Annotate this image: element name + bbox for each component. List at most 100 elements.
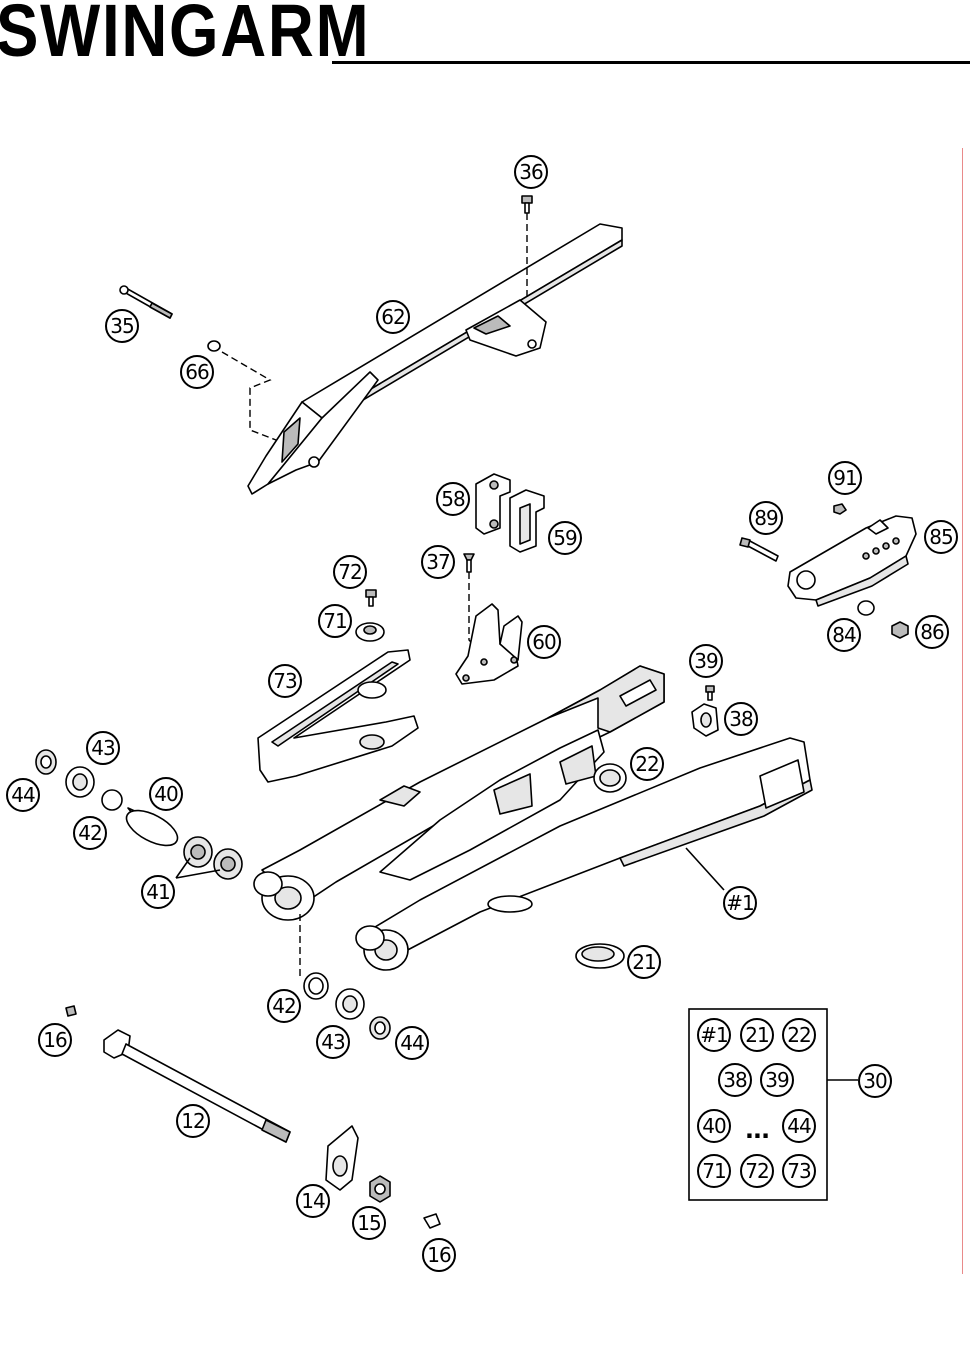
callout-73: 73 — [268, 664, 302, 698]
svg-text:39: 39 — [694, 649, 718, 673]
callout-44-upper: 44 — [6, 778, 40, 812]
chain-slider-85 — [787, 515, 917, 607]
svg-text:16: 16 — [43, 1028, 67, 1052]
callout-43-lower: 43 — [316, 1025, 350, 1059]
svg-text:62: 62 — [381, 305, 404, 329]
bolt-91 — [833, 503, 847, 515]
washer-66 — [207, 340, 277, 441]
block-59 — [509, 489, 545, 553]
svg-text:44: 44 — [787, 1114, 811, 1138]
pivot-bolt-12 — [103, 1029, 291, 1143]
kit-box — [688, 1008, 828, 1201]
callout-58: 58 — [436, 482, 470, 516]
svg-text:66: 66 — [185, 360, 209, 384]
svg-text:72: 72 — [745, 1159, 768, 1183]
callout-84: 84 — [827, 618, 861, 652]
callout-89: 89 — [749, 501, 783, 535]
callout-21: 21 — [627, 945, 661, 979]
bolt-89 — [739, 537, 779, 562]
kit-item-71: 71 — [697, 1154, 731, 1188]
kit-item-22: 22 — [782, 1018, 816, 1052]
callout-42-lower: 42 — [267, 989, 301, 1023]
chain-guide-62 — [247, 223, 623, 495]
svg-text:21: 21 — [745, 1023, 768, 1047]
callout-30: 30 — [858, 1064, 892, 1098]
svg-text:73: 73 — [273, 669, 297, 693]
page-title: SWINGARM — [0, 0, 371, 72]
svg-text:71: 71 — [323, 609, 346, 633]
svg-text:72: 72 — [338, 560, 361, 584]
svg-text:60: 60 — [532, 630, 556, 654]
svg-text:89: 89 — [754, 506, 778, 530]
svg-text:44: 44 — [400, 1031, 424, 1055]
svg-text:40: 40 — [154, 782, 178, 806]
svg-text:30: 30 — [863, 1069, 887, 1093]
svg-text:36: 36 — [519, 160, 543, 184]
callout-16-upper: 16 — [38, 1023, 72, 1057]
svg-text:58: 58 — [441, 487, 465, 511]
washer-71 — [355, 622, 385, 642]
kit-item-40: 40 — [697, 1109, 731, 1143]
svg-text:35: 35 — [110, 314, 133, 338]
clamp-38 — [691, 703, 719, 737]
nut-15 — [369, 1175, 391, 1203]
svg-text:84: 84 — [832, 623, 856, 647]
svg-text:85: 85 — [929, 525, 952, 549]
callout-37: 37 — [421, 545, 455, 579]
kit-item-73: 73 — [782, 1154, 816, 1188]
svg-text:42: 42 — [272, 994, 295, 1018]
callout-39: 39 — [689, 644, 723, 678]
kit-item-39: 39 — [760, 1063, 794, 1097]
svg-text:91: 91 — [833, 466, 856, 490]
svg-text:86: 86 — [920, 620, 944, 644]
svg-text:37: 37 — [426, 550, 450, 574]
svg-text:39: 39 — [765, 1068, 789, 1092]
callout-43-upper: 43 — [86, 731, 120, 765]
callout-66: 66 — [180, 355, 214, 389]
cap-22 — [593, 763, 627, 793]
svg-text:#1: #1 — [700, 1023, 727, 1047]
callout-86: 86 — [915, 615, 949, 649]
bearing-stack-lower — [303, 972, 391, 1040]
callout-59: 59 — [548, 521, 582, 555]
kit-item-38: 38 — [718, 1063, 752, 1097]
callout-71: 71 — [318, 604, 352, 638]
nut-86 — [891, 621, 909, 639]
svg-text:38: 38 — [729, 707, 753, 731]
svg-text:12: 12 — [181, 1109, 204, 1133]
svg-text:73: 73 — [787, 1159, 811, 1183]
bracket-60 — [455, 603, 523, 685]
callout-swingarm-1: #1 — [723, 886, 757, 920]
svg-text:22: 22 — [635, 752, 658, 776]
cap-16-upper — [65, 1005, 77, 1017]
callout-14: 14 — [296, 1184, 330, 1218]
callout-62: 62 — [376, 300, 410, 334]
callout-41: 41 — [141, 875, 175, 909]
screw-36 — [521, 195, 533, 300]
kit-item-21: 21 — [740, 1018, 774, 1052]
svg-text:16: 16 — [427, 1243, 451, 1267]
bearing-stack-upper — [35, 749, 243, 880]
kit-ellipsis: ... — [745, 1116, 769, 1144]
callout-85: 85 — [924, 520, 958, 554]
callout-12: 12 — [176, 1104, 210, 1138]
callout-38: 38 — [724, 702, 758, 736]
callout-44-lower: 44 — [395, 1026, 429, 1060]
block-58 — [475, 473, 511, 535]
callout-72: 72 — [333, 555, 367, 589]
callout-35: 35 — [105, 309, 139, 343]
svg-text:21: 21 — [632, 950, 655, 974]
washer-84 — [857, 600, 875, 616]
swingarm-1 — [253, 665, 813, 980]
page-edge-line — [962, 148, 963, 1274]
kit-box-contents: #1 21 22 38 39 40 ... 44 71 72 73 — [697, 1018, 816, 1188]
svg-text:15: 15 — [357, 1211, 380, 1235]
svg-text:22: 22 — [787, 1023, 810, 1047]
svg-text:71: 71 — [702, 1159, 725, 1183]
kit-item-44: 44 — [782, 1109, 816, 1143]
callout-42-upper: 42 — [73, 816, 107, 850]
cap-16-lower — [423, 1213, 441, 1229]
callout-15: 15 — [352, 1206, 386, 1240]
callout-60: 60 — [527, 625, 561, 659]
